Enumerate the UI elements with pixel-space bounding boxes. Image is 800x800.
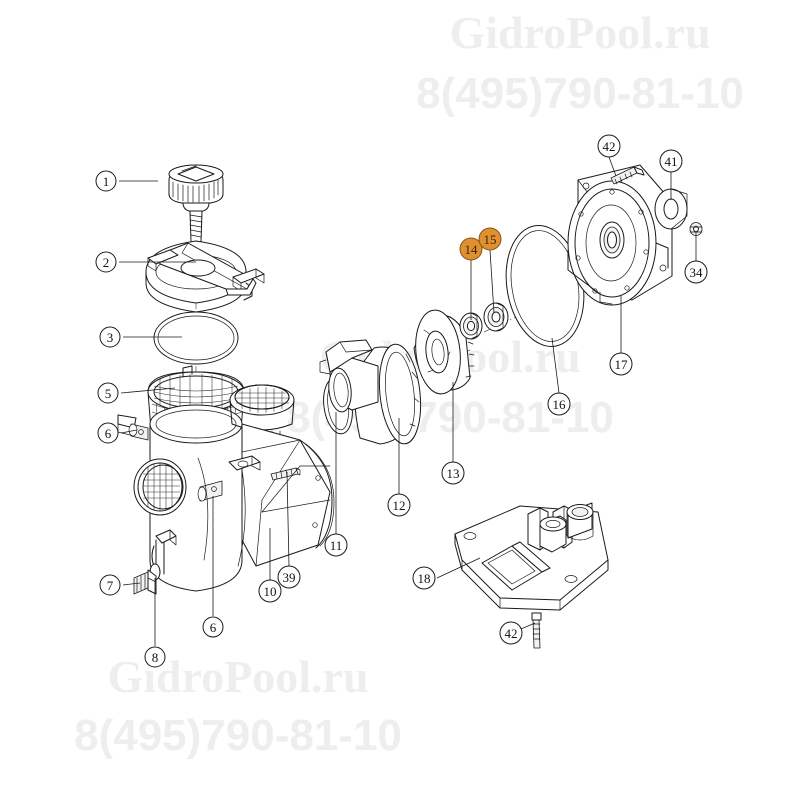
callout-number-1: 1 [103, 174, 110, 189]
callout-3[interactable]: 3 [99, 326, 182, 348]
callout-number-17: 17 [615, 357, 629, 372]
callout-42[interactable]: 42 [499, 621, 536, 645]
watermark-phone: 8(495)790-81-10 [416, 69, 744, 118]
callout-marker-13[interactable] [441, 461, 465, 485]
callout-marker-18[interactable] [412, 566, 436, 590]
callout-marker-11[interactable] [324, 533, 348, 557]
callout-marker-42[interactable] [499, 621, 523, 645]
callout-marker-12[interactable] [387, 493, 411, 517]
part-mech-seal-stationary [483, 302, 509, 332]
watermark-phone: 8(495)790-81-10 [74, 711, 402, 760]
callout-number-18: 18 [418, 571, 431, 586]
part-bracket-bolt-lower [531, 612, 542, 649]
callout-number-3: 3 [107, 330, 114, 345]
callout-6[interactable]: 6 [97, 422, 138, 444]
callout-marker-34[interactable] [684, 260, 708, 284]
callout-marker-41[interactable] [659, 149, 683, 173]
callout-marker-7[interactable] [99, 574, 121, 596]
callout-39[interactable]: 39 [277, 471, 301, 589]
part-lid-knob [168, 164, 224, 250]
callout-number-34: 34 [690, 265, 704, 280]
callout-18[interactable]: 18 [412, 557, 481, 590]
callout-marker-1[interactable] [95, 170, 117, 192]
callout-8[interactable]: 8 [144, 578, 166, 668]
callout-number-12: 12 [393, 498, 406, 513]
part-slinger-washer [654, 188, 688, 230]
callout-12[interactable]: 12 [387, 418, 411, 517]
callout-42[interactable]: 42 [597, 134, 621, 177]
callout-marker-6[interactable] [97, 422, 119, 444]
part-impeller [413, 309, 475, 395]
part-mech-seal-rotating [459, 312, 483, 340]
callout-marker-3[interactable] [99, 326, 121, 348]
callout-5[interactable]: 5 [97, 382, 176, 404]
callout-leader-15 [489, 249, 495, 314]
callout-marker-39[interactable] [277, 565, 301, 589]
callout-marker-16[interactable] [547, 392, 571, 416]
callout-leader-42 [608, 156, 617, 177]
callout-6[interactable]: 6 [202, 496, 224, 638]
callout-number-16: 16 [553, 397, 567, 412]
callout-1[interactable]: 1 [95, 170, 158, 192]
callout-number-6: 6 [105, 426, 112, 441]
callout-marker-8[interactable] [144, 646, 166, 668]
callout-15-highlighted[interactable]: 15 [478, 227, 502, 314]
callout-marker-17[interactable] [609, 352, 633, 376]
callout-marker-2[interactable] [95, 251, 117, 273]
callout-number-13: 13 [447, 466, 460, 481]
callout-number-5: 5 [105, 386, 112, 401]
part-pump-housing [117, 384, 335, 595]
part-bracket-bolt-upper [610, 166, 645, 185]
callout-11[interactable]: 11 [324, 412, 348, 557]
callout-10[interactable]: 10 [258, 528, 282, 603]
callout-13[interactable]: 13 [441, 382, 465, 485]
callout-number-14: 14 [465, 242, 479, 257]
callout-17[interactable]: 17 [609, 296, 633, 376]
callout-41[interactable]: 41 [659, 149, 683, 200]
callout-leader-39 [286, 471, 290, 567]
callout-marker-42[interactable] [597, 134, 621, 158]
callout-7[interactable]: 7 [99, 574, 141, 596]
watermark-brand: GidroPool.ru [449, 7, 710, 58]
callout-leader-6 [120, 429, 138, 434]
callout-number-11: 11 [330, 538, 343, 553]
callout-leader-18 [436, 557, 481, 579]
part-diffuser [319, 339, 422, 445]
part-lid-o-ring [153, 311, 239, 365]
part-mounting-bracket [454, 502, 609, 611]
callout-2[interactable]: 2 [95, 251, 196, 273]
callout-marker-10[interactable] [258, 579, 282, 603]
callout-leader-5 [120, 387, 176, 394]
callout-number-42: 42 [505, 626, 518, 641]
callout-marker-15[interactable] [478, 227, 502, 251]
part-motor-seal-plate [567, 164, 673, 306]
callout-34[interactable]: 34 [684, 232, 708, 284]
part-drain-plug [133, 569, 157, 595]
callout-leader-16 [551, 337, 560, 394]
callout-leader-42 [520, 622, 536, 630]
callout-marker-14[interactable] [459, 237, 483, 261]
part-housing-screw [270, 467, 301, 481]
callout-number-2: 2 [103, 255, 110, 270]
callout-marker-6[interactable] [202, 616, 224, 638]
callout-16[interactable]: 16 [547, 337, 571, 416]
callout-number-15: 15 [484, 232, 497, 247]
callout-marker-5[interactable] [97, 382, 119, 404]
callout-number-7: 7 [107, 578, 114, 593]
callout-14-highlighted[interactable]: 14 [459, 237, 483, 320]
callout-number-10: 10 [264, 584, 277, 599]
callout-number-8: 8 [152, 650, 159, 665]
callout-number-41: 41 [665, 154, 678, 169]
callout-number-39: 39 [283, 570, 296, 585]
callout-number-6: 6 [210, 620, 217, 635]
callout-leader-7 [122, 582, 141, 586]
callout-number-42: 42 [603, 139, 616, 154]
